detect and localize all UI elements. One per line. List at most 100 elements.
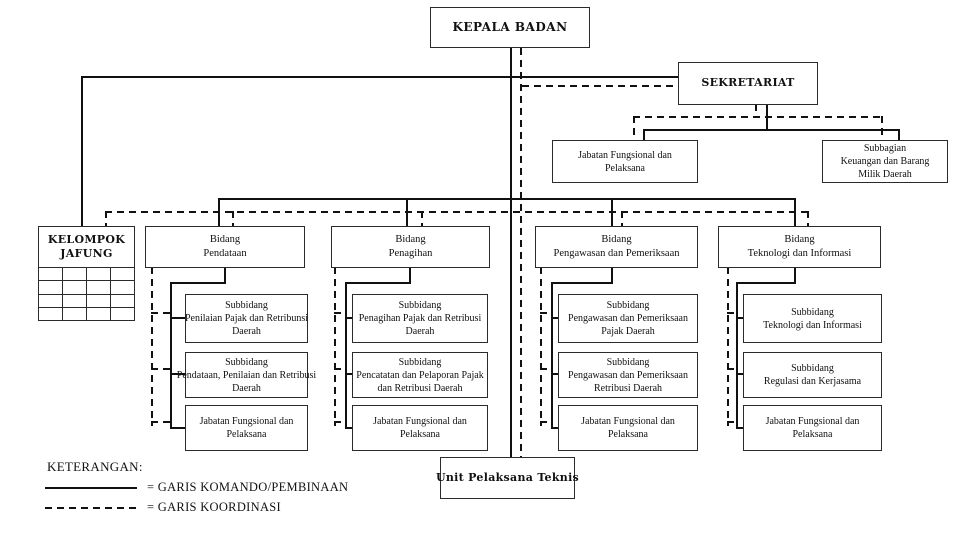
komando-line-bidang-trunk: [218, 198, 796, 200]
komando-line-elbow: [736, 282, 796, 284]
komando-line-stub: [551, 373, 560, 375]
jafung-grid-cell: [111, 268, 134, 281]
legend-title: KETERANGAN:: [47, 459, 143, 474]
jafung-grid-cell: [111, 294, 134, 307]
node-jabatan-fungsional: Jabatan Fungsional dan Pelaksana: [185, 405, 308, 451]
komando-line-elbow: [345, 282, 411, 284]
komando-line-bus: [551, 282, 553, 429]
jafung-grid-cell: [63, 307, 86, 320]
jafung-grid-cell: [39, 281, 62, 294]
komando-line-top-horizontal: [81, 76, 679, 78]
koordinasi-line-drop: [807, 211, 809, 227]
legend-koordinasi-line-sample: [45, 507, 137, 509]
koordinasi-line-drop: [421, 211, 423, 227]
koordinasi-line-bus: [334, 267, 336, 426]
node-bidang-penagihan: Bidang Penagihan: [331, 226, 490, 268]
node-jabatan-fungsional: Jabatan Fungsional dan Pelaksana: [352, 405, 488, 451]
komando-line-elbow: [170, 282, 226, 284]
jafung-grid-cell: [87, 281, 110, 294]
komando-line-drop: [898, 129, 900, 141]
node-bidang-teknologi: Bidang Teknologi dan Informasi: [718, 226, 881, 268]
koordinasi-line-bus: [727, 267, 729, 426]
jafung-grid: [38, 267, 135, 321]
komando-line-drop: [224, 267, 226, 284]
node-bidang-pendataan: Bidang Pendataan: [145, 226, 305, 268]
jafung-grid-cell: [87, 268, 110, 281]
node-subbidang: Subbidang Pendataan, Penilaian dan Retri…: [177, 352, 316, 398]
node-subbidang: Subbidang Penagihan Pajak dan Retribusi …: [352, 294, 488, 343]
legend-komando-label: = GARIS KOMANDO/PEMBINAAN: [147, 480, 349, 494]
node-subbidang: Subbidang Pengawasan dan Pemeriksaan Ret…: [558, 352, 698, 398]
jafung-grid-cell: [63, 281, 86, 294]
node-subbidang: Subbidang Pengawasan dan Pemeriksaan Paj…: [558, 294, 698, 343]
koordinasi-line-stub: [540, 312, 551, 314]
komando-line-stub: [345, 317, 354, 319]
komando-line-bus: [170, 282, 172, 429]
komando-line-stub: [736, 317, 745, 319]
legend-komando-line-sample: [45, 487, 137, 489]
koordinasi-line-stub: [727, 421, 736, 423]
node-kepala-badan: KEPALA BADAN: [430, 7, 590, 48]
komando-line-stub: [736, 427, 745, 429]
koordinasi-line-bus: [151, 267, 153, 426]
komando-line-stub: [170, 317, 186, 319]
koordinasi-line-drop: [105, 211, 107, 227]
komando-line-stub: [170, 427, 186, 429]
koordinasi-line-stub: [334, 421, 345, 423]
koordinasi-line-bidang-trunk: [105, 211, 809, 213]
node-subbidang: Subbidang Teknologi dan Informasi: [743, 294, 882, 343]
komando-line-drop: [409, 267, 411, 284]
komando-line-stub: [551, 427, 560, 429]
koordinasi-line-center-vertical: [520, 48, 522, 458]
node-sekretariat: SEKRETARIAT: [678, 62, 818, 105]
komando-line-bus: [736, 282, 738, 429]
koordinasi-line-stub: [151, 368, 170, 370]
jafung-grid-cell: [39, 307, 62, 320]
komando-line-stub: [345, 427, 354, 429]
komando-line-stub: [551, 317, 560, 319]
komando-line-jafung-drop: [81, 76, 83, 227]
koordinasi-line-stub: [151, 421, 170, 423]
koordinasi-line-bus: [540, 267, 542, 426]
komando-line-drop: [794, 267, 796, 284]
node-subbagian-keuangan: Subbagian Keuangan dan Barang Milik Daer…: [822, 140, 948, 183]
node-sekretariat-jabatan-fungsional: Jabatan Fungsional dan Pelaksana: [552, 140, 698, 183]
komando-line-stub: [736, 373, 745, 375]
komando-line-stub: [345, 373, 354, 375]
node-jabatan-fungsional: Jabatan Fungsional dan Pelaksana: [743, 405, 882, 451]
jafung-grid-cell: [39, 294, 62, 307]
komando-line-drop: [643, 129, 645, 141]
jafung-grid-cell: [111, 307, 134, 320]
node-subbidang: Subbidang Penilaian Pajak dan Retribunsi…: [185, 294, 308, 343]
koordinasi-line-stub: [334, 312, 345, 314]
jafung-grid-cell: [63, 294, 86, 307]
koordinasi-line-drop: [621, 211, 623, 227]
jafung-grid-cell: [63, 268, 86, 281]
komando-line-stub: [170, 373, 186, 375]
node-bidang-pengawasan: Bidang Pengawasan dan Pemeriksaan: [535, 226, 698, 268]
koordinasi-line-sekretariat-bus: [633, 116, 883, 118]
komando-line-center-vertical: [510, 48, 512, 458]
koordinasi-line-stub: [334, 368, 345, 370]
koordinasi-line-to-sekretariat: [522, 85, 678, 87]
koordinasi-line-stub: [727, 312, 736, 314]
node-subbidang: Subbidang Pencatatan dan Pelaporan Pajak…: [352, 352, 488, 398]
komando-line-elbow: [551, 282, 613, 284]
jafung-grid-cell: [87, 294, 110, 307]
komando-line-bus: [345, 282, 347, 429]
koordinasi-line-drop: [633, 116, 635, 141]
koordinasi-line-drop: [232, 211, 234, 227]
koordinasi-line-stub: [727, 368, 736, 370]
komando-line-drop: [611, 267, 613, 284]
koordinasi-line-stub: [540, 368, 551, 370]
node-jabatan-fungsional: Jabatan Fungsional dan Pelaksana: [558, 405, 698, 451]
koordinasi-line-sekretariat-drop: [755, 104, 757, 118]
node-kelompok-jafung: KELOMPOK JAFUNG: [38, 226, 135, 268]
koordinasi-line-stub: [540, 421, 551, 423]
jafung-grid-cell: [87, 307, 110, 320]
jafung-grid-cell: [39, 268, 62, 281]
jafung-grid-cell: [111, 281, 134, 294]
node-unit-pelaksana-teknis: Unit Pelaksana Teknis: [436, 457, 579, 499]
koordinasi-line-stub: [151, 312, 170, 314]
